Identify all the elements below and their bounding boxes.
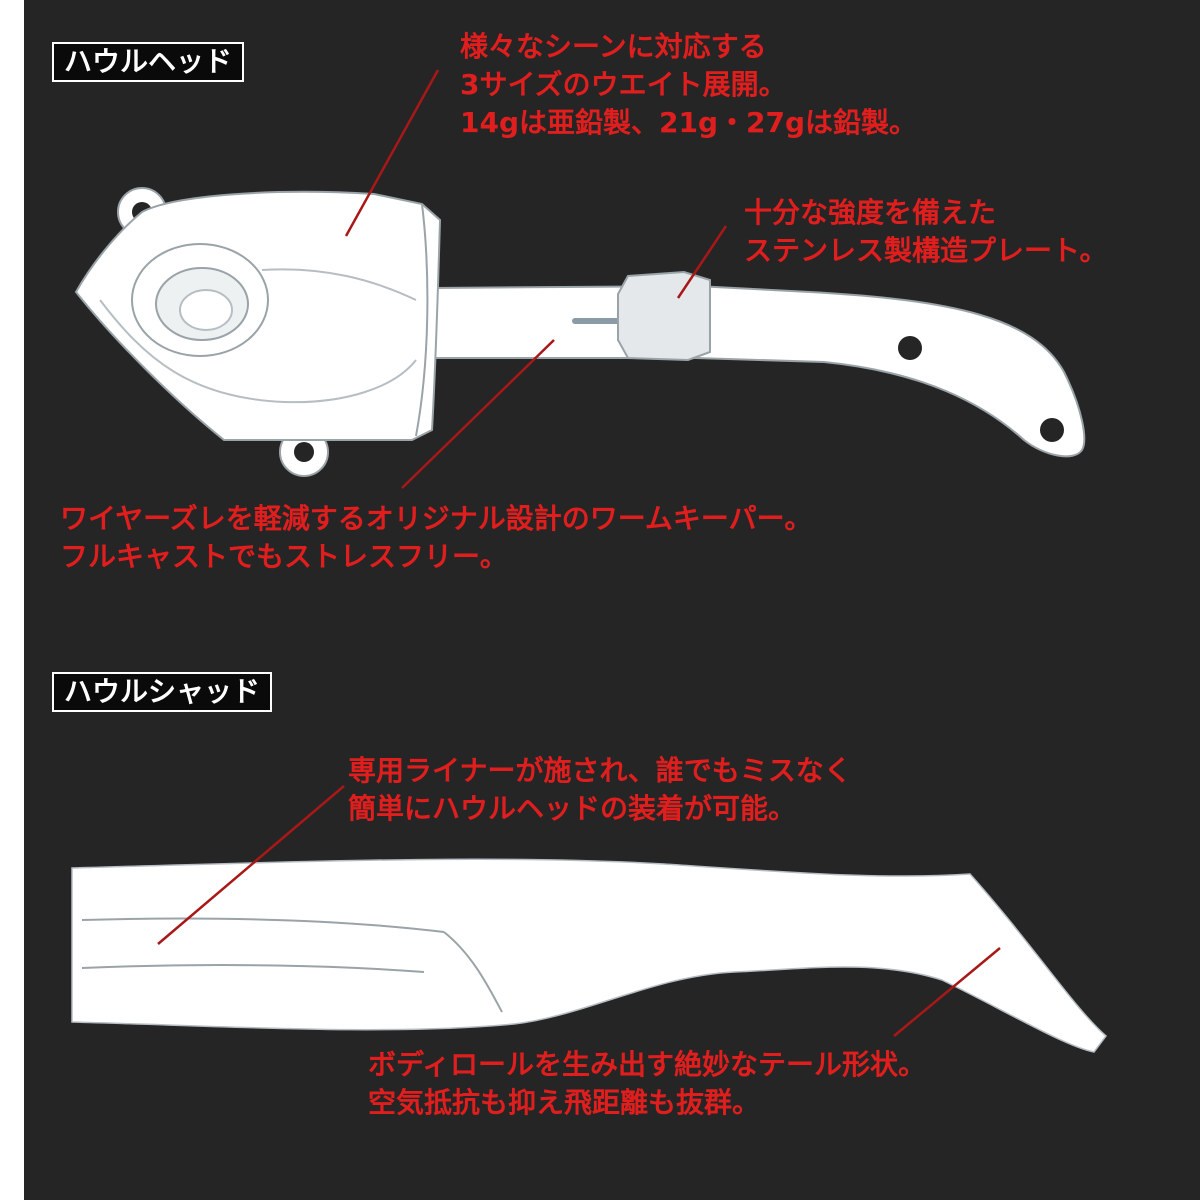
shad-liner-line-3 [443,931,503,1013]
liner-annotation-line-2: 簡単にハウルヘッドの装着が可能。 [348,792,797,825]
keeper-annotation-line-2: フルキャストでもストレスフリー。 [60,540,508,573]
shank-hole-2 [1040,418,1064,442]
tail-annotation: ボディロールを生み出す絶妙なテール形状。 空気抵抗も抑え飛距離も抜群。 [368,1046,926,1122]
leader-line-tail [893,947,1001,1037]
leader-line-keeper [401,339,555,489]
plate-annotation-line-2: ステンレス製構造プレート。 [744,234,1108,267]
head-gill-line [99,299,417,404]
shad-liner-line-1 [81,917,445,933]
diagram-canvas: ハウルヘッド ハウルシャッド 様々なシーンに対応する 3サイズのウエイト展開。 … [24,0,1200,1200]
howl-shad-illustration [71,858,1108,1053]
weight-annotation-line-2: 3サイズのウエイト展開。 [460,68,787,101]
plate-annotation-line-1: 十分な強度を備えた [744,196,997,229]
head-face-line [415,203,429,437]
hook-shank [433,284,1086,458]
tail-annotation-line-1: ボディロールを生み出す絶妙なテール形状。 [368,1048,927,1081]
howl-head-label: ハウルヘッド [52,42,245,82]
stainless-plate-band [617,270,711,362]
plate-annotation: 十分な強度を備えた ステンレス製構造プレート。 [744,194,1107,270]
eye-pupil [179,289,233,331]
howl-shad-label: ハウルシャッド [52,672,273,712]
keeper-annotation: ワイヤーズレを軽減するオリジナル設計のワームキーパー。 フルキャストでもストレス… [60,500,812,576]
head-jaw-line [261,268,417,301]
weight-annotation: 様々なシーンに対応する 3サイズのウエイト展開。 14gは亜鉛製、21g・27g… [460,28,917,142]
liner-annotation: 専用ライナーが施され、誰でもミスなく 簡単にハウルヘッドの装着が可能。 [348,752,852,828]
tail-annotation-line-2: 空気抵抗も抑え飛距離も抜群。 [368,1086,761,1119]
howl-head-illustration [74,187,1086,477]
leader-line-liner [157,785,345,945]
shad-body [71,858,1108,1053]
keeper-annotation-line-1: ワイヤーズレを軽減するオリジナル設計のワームキーパー。 [60,502,813,535]
illustration-layer [71,69,1108,1053]
weight-annotation-line-1: 様々なシーンに対応する [460,30,767,63]
hook-eye-hole [294,442,314,462]
weight-annotation-line-3: 14gは亜鉛製、21g・27gは鉛製。 [460,106,918,139]
shank-hole-1 [898,336,922,360]
leader-line-plate [676,225,728,299]
liner-annotation-line-1: 専用ライナーが施され、誰でもミスなく [348,754,852,787]
shad-liner-line-2 [81,964,425,973]
leader-line-weight [344,69,440,237]
